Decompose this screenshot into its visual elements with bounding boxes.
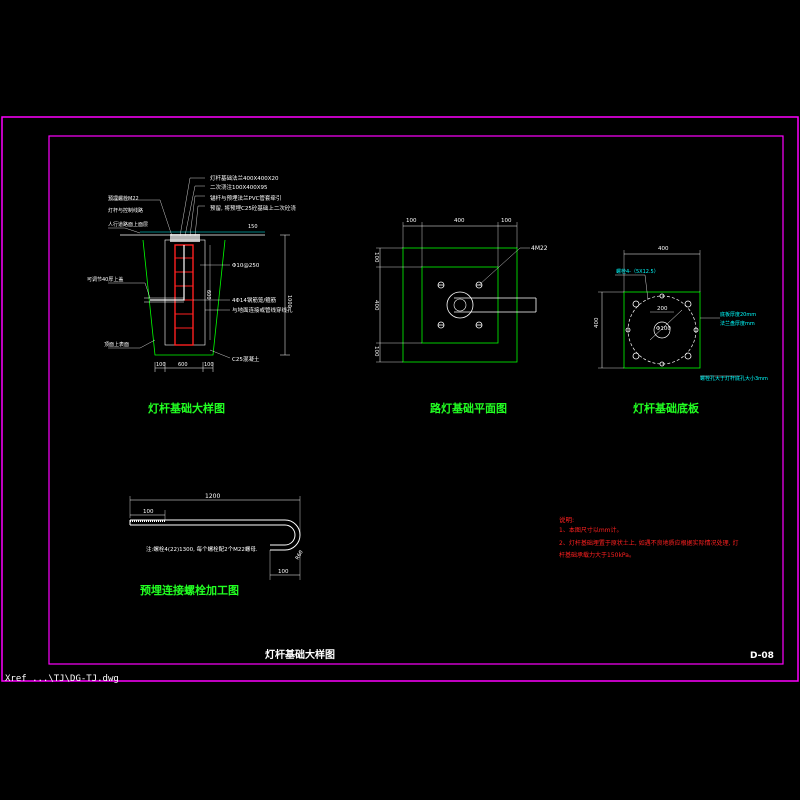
- base-dim-left: 400: [594, 317, 600, 328]
- outer-frame: [1, 116, 799, 682]
- callout-cable: 灯杆与控制线路: [108, 207, 143, 214]
- plan-dim-top-mid: 400: [454, 218, 465, 224]
- bolt-view: 1200 100 100 R60 注:螺栓4(22)1300, 每个螺栓配2个M…: [129, 493, 305, 597]
- excavation-outline: [142, 239, 226, 356]
- plan-dim-left-bottom: 100: [373, 346, 379, 357]
- base-dim-inner: 200: [657, 306, 668, 312]
- notes-item-3: 杆基础承载力大于150kPa。: [559, 551, 635, 559]
- plan-dim-left-top: 100: [373, 252, 379, 263]
- plan-dim-top-left: 100: [406, 218, 417, 224]
- detail-view-title: 灯杆基础大样图: [148, 401, 225, 415]
- callout-top-surface: 顶面上表面: [104, 341, 129, 348]
- dim-bottom-left: 100: [156, 362, 166, 368]
- label-stirrup: Φ10@250: [232, 263, 260, 269]
- base-plate-circle: [627, 295, 697, 365]
- dim-mid: 600: [205, 290, 211, 300]
- bolt-note: 注:螺栓4(22)1300, 每个螺栓配2个M22螺母.: [146, 545, 258, 553]
- notes-heading: 说明:: [559, 515, 574, 524]
- bolt-view-title: 预埋连接螺栓加工图: [140, 583, 239, 597]
- callout-pvc: 锚杆与预埋法兰PVC管套牵引: [210, 194, 281, 202]
- dim-top: 150: [248, 224, 258, 230]
- bolt-hook: [270, 519, 301, 551]
- top-flange: [170, 234, 200, 242]
- bolt-dim-bend: R60: [295, 549, 305, 561]
- base-label-flange: 法兰盘厚度mm: [720, 320, 755, 327]
- callout-sidewalk: 人行道路面上面层: [108, 221, 148, 228]
- plan-outer-square: [402, 247, 518, 363]
- notes-block: 说明: 1、本图尺寸以mm计。 2、灯杆基础埋置于原状土上, 如遇不良地质应根据…: [559, 515, 738, 559]
- plan-view-title: 路灯基础平面图: [430, 401, 507, 415]
- callout-flange: 灯杆基础法兰400X400X20: [210, 174, 279, 182]
- xref-path: Xref ...\TJ\DG-TJ.dwg: [5, 674, 119, 684]
- base-label-hole: 螺栓孔大于灯杆底孔大小3mm: [700, 375, 768, 382]
- plan-center-circle: [446, 291, 474, 319]
- inner-frame: [48, 135, 784, 665]
- bolt-dim-thread: 100: [143, 509, 154, 515]
- base-dim-dia: Φ100: [656, 326, 671, 332]
- bolt-dim-length: 1200: [205, 493, 220, 500]
- base-label-bolts: 螺栓4-（5X12.5）: [616, 268, 659, 275]
- plan-view: 4M22 100 400 100 100 400 100 路灯基础平面图: [373, 218, 548, 415]
- plan-bolt-label: 4M22: [531, 245, 548, 252]
- label-conduit-hole: 与地面连接或管线穿线孔: [232, 306, 293, 314]
- plan-dim-top-right: 100: [501, 218, 512, 224]
- base-view-title: 灯杆基础底板: [633, 401, 700, 415]
- base-dim-top: 400: [658, 246, 669, 252]
- plan-bolt-holes: [437, 281, 483, 329]
- dim-height: 1000: [286, 295, 292, 308]
- conduit-pipe: [150, 245, 185, 301]
- base-plate-view: 400 400 200 Φ100 螺栓4-（5X12.5） 底板厚度20mm 法…: [594, 246, 768, 415]
- plan-dim-left-mid: 400: [373, 300, 379, 311]
- foundation-detail-view: 灯杆基础法兰400X400X20 二次浇注100X400X95 锚杆与预埋法兰P…: [87, 174, 296, 415]
- notes-item-1: 1、本图尺寸以mm计。: [559, 526, 623, 534]
- base-plate-square: [623, 291, 701, 369]
- label-concrete: C25混凝土: [232, 355, 260, 363]
- callout-anchor-bolt: 预埋螺栓M22: [108, 195, 139, 202]
- concrete-block: [164, 239, 206, 346]
- dim-bottom-mid: 600: [178, 362, 188, 368]
- base-bolt-holes: [625, 293, 699, 367]
- callout-reserve: 预留, 将预埋C25砼基础上二次砼浇: [210, 204, 296, 212]
- plan-inner-square: [421, 266, 499, 344]
- callout-secondary-pour: 二次浇注100X400X95: [210, 183, 268, 191]
- label-rebar: 4Φ14钢筋笼/箍筋: [232, 296, 277, 304]
- base-label-thickness: 底板厚度20mm: [720, 311, 756, 318]
- dim-bottom-right: 100: [204, 362, 214, 368]
- callout-cover: 可调节40厚上盖: [87, 276, 123, 283]
- sheet-number: D-08: [750, 651, 774, 661]
- drawing-title: 灯杆基础大样图: [265, 648, 335, 661]
- notes-item-2: 2、灯杆基础埋置于原状土上, 如遇不良地质应根据实际情况处理, 灯: [559, 539, 738, 547]
- bolt-dim-hook: 100: [278, 569, 289, 575]
